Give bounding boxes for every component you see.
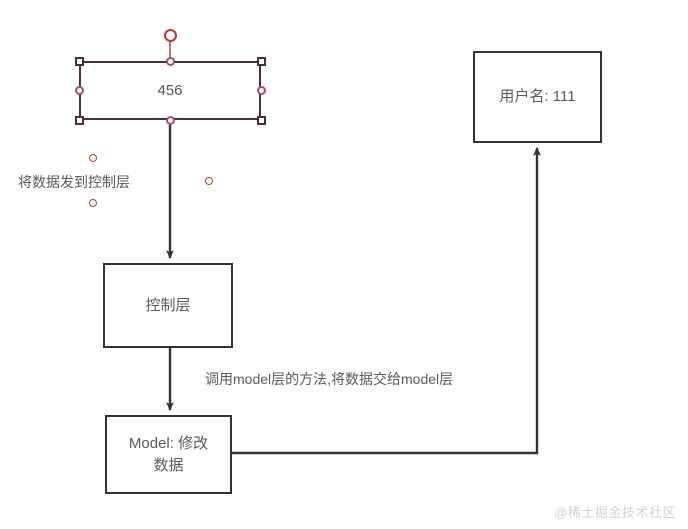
connection-point-lower[interactable] xyxy=(89,199,97,207)
handle-bottom-center[interactable] xyxy=(165,115,175,125)
handle-middle-right[interactable] xyxy=(256,85,266,95)
watermark: @稀土掘金技术社区 xyxy=(554,505,676,520)
edge-label-input-to-control-text: 将数据发到控制层 xyxy=(18,174,130,190)
handle-top-left[interactable] xyxy=(74,56,84,66)
handle-bottom-left[interactable] xyxy=(74,115,84,125)
node-control-box-label: 控制层 xyxy=(145,296,191,314)
node-model-box-label: Model: 修改 数据 xyxy=(128,434,209,474)
handle-top-right[interactable] xyxy=(256,56,266,66)
edge-label-control-to-model[interactable]: 调用model层的方法,将数据交给model层 xyxy=(205,371,453,388)
handle-middle-left[interactable] xyxy=(74,85,84,95)
edge-label-control-to-model-text: 调用model层的方法,将数据交给model层 xyxy=(205,371,454,387)
node-input-box[interactable]: 456 xyxy=(79,61,261,120)
node-input-box-label: 456 xyxy=(157,81,183,99)
node-model-box[interactable]: Model: 修改 数据 xyxy=(105,415,232,494)
node-username-box[interactable]: 用户名: 111 xyxy=(473,51,602,143)
connection-point-upper[interactable] xyxy=(89,154,97,162)
connector-model-to-username[interactable] xyxy=(232,147,541,455)
node-control-box[interactable]: 控制层 xyxy=(103,263,233,348)
node-username-box-label: 用户名: 111 xyxy=(499,88,576,106)
connection-point-right[interactable] xyxy=(205,177,213,185)
handle-bottom-right[interactable] xyxy=(256,115,266,125)
handle-rotate[interactable] xyxy=(163,28,177,42)
handle-top-center[interactable] xyxy=(165,56,175,66)
edge-label-input-to-control[interactable]: 将数据发到控制层 xyxy=(18,174,130,191)
